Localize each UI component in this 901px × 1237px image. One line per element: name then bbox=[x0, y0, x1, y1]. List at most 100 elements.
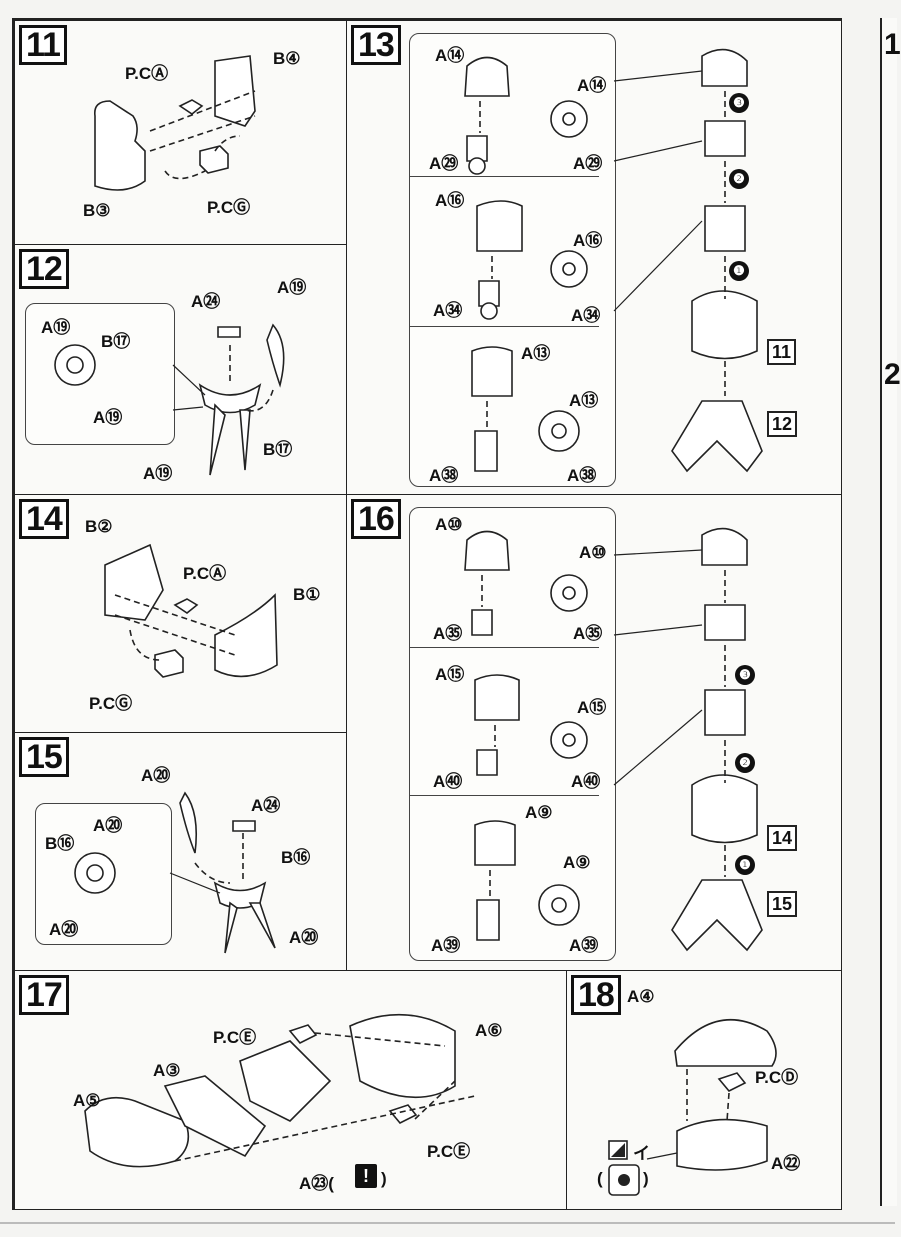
detail-inset bbox=[25, 303, 175, 445]
divider bbox=[409, 326, 599, 327]
step-11-panel: 11 P.CⒶ B④ P.CⒼ B③ bbox=[14, 20, 348, 246]
label: P.CⒶ bbox=[183, 564, 227, 583]
step-17-diagram bbox=[84, 1013, 476, 1168]
step-12-panel: 12 A⑲ A㉔ A⑲ B⑰ A⑲ B⑰ A⑲ bbox=[14, 244, 348, 496]
divider bbox=[409, 795, 599, 796]
step-number: 12 bbox=[19, 249, 69, 289]
step-11-diagram bbox=[93, 55, 256, 191]
label: A㊵ bbox=[571, 772, 601, 791]
label: A⑥ bbox=[475, 1021, 503, 1040]
order-marker: ❸ bbox=[735, 665, 755, 685]
step-12-diagram bbox=[54, 323, 285, 476]
step-number: 11 bbox=[19, 25, 67, 65]
label: A⑳ bbox=[289, 928, 319, 947]
step-15-panel: 15 A⑳ A㉔ B⑯ A⑳ B⑯ A⑳ A⑳ bbox=[14, 732, 348, 972]
label: B⑯ bbox=[45, 834, 75, 853]
label: A㊴ bbox=[431, 936, 461, 955]
label: A⑭ bbox=[435, 46, 465, 65]
label: A㉙ bbox=[429, 154, 459, 173]
label: P.CⒹ bbox=[755, 1068, 799, 1087]
step-number: 15 bbox=[19, 737, 69, 777]
mark-label: イ bbox=[633, 1144, 650, 1163]
label: A⑲ bbox=[143, 464, 173, 483]
label: A㉞ bbox=[571, 306, 601, 325]
label: A④ bbox=[627, 987, 655, 1006]
label: A⑩ bbox=[579, 543, 607, 562]
label: A⑮ bbox=[435, 665, 465, 684]
warning-icon: ! bbox=[355, 1164, 377, 1188]
label: ) bbox=[643, 1169, 649, 1188]
label: B⑯ bbox=[281, 848, 311, 867]
step-17-panel: 17 P.CⒺ A⑥ A③ A⑤ P.CⒺ A㉓( ! ) bbox=[14, 970, 568, 1210]
step-14-panel: 14 B② P.CⒶ B① P.CⒼ bbox=[14, 494, 348, 734]
step-number: 16 bbox=[351, 499, 401, 539]
page-frame: 11 P.CⒶ B④ P.CⒼ B③ 12 bbox=[12, 18, 842, 1210]
label: P.CⒼ bbox=[89, 694, 133, 713]
label: A⑳ bbox=[93, 816, 123, 835]
order-marker: ❶ bbox=[729, 261, 749, 281]
step-reference: 14 bbox=[767, 825, 798, 851]
step-13-panel: 13 bbox=[346, 20, 842, 496]
step-number: 1 bbox=[884, 28, 901, 61]
step-reference: 15 bbox=[767, 891, 798, 917]
label: A⑤ bbox=[73, 1091, 101, 1110]
order-marker: ❶ bbox=[735, 855, 755, 875]
step-number: 17 bbox=[19, 975, 69, 1015]
label: A⑲ bbox=[41, 318, 71, 337]
label: A㊳ bbox=[567, 466, 597, 485]
step-number: 14 bbox=[19, 499, 69, 539]
label: A⑬ bbox=[569, 391, 599, 410]
label: A⑲ bbox=[277, 278, 307, 297]
label: B⑰ bbox=[263, 440, 293, 459]
step-reference: 12 bbox=[767, 411, 798, 437]
step-number: 13 bbox=[351, 25, 401, 65]
label: A⑨ bbox=[525, 803, 553, 822]
label: P.CⒶ bbox=[125, 64, 169, 83]
label: A⑬ bbox=[521, 344, 551, 363]
label: A㊳ bbox=[429, 466, 459, 485]
label: A⑲ bbox=[93, 408, 123, 427]
page-edge-line bbox=[0, 1222, 895, 1224]
next-page-edge: 1 2 bbox=[880, 18, 901, 1206]
label: B① bbox=[293, 585, 321, 604]
label: P.CⒺ bbox=[427, 1142, 471, 1161]
label: A㊵ bbox=[433, 772, 463, 791]
label: B⑰ bbox=[101, 332, 131, 351]
label: A⑯ bbox=[573, 231, 603, 250]
divider bbox=[409, 176, 599, 177]
label: P.CⒺ bbox=[213, 1028, 257, 1047]
label: A⑮ bbox=[577, 698, 607, 717]
step-reference: 11 bbox=[767, 339, 797, 365]
label: A㉓( bbox=[299, 1174, 334, 1193]
label: A⑭ bbox=[577, 76, 607, 95]
label: ( bbox=[597, 1169, 603, 1188]
step-16-panel: 16 bbox=[346, 494, 842, 972]
label: B④ bbox=[273, 49, 301, 68]
label: ) bbox=[381, 1169, 387, 1188]
label: A⑳ bbox=[49, 920, 79, 939]
step-15-diagram bbox=[74, 791, 276, 954]
order-marker: ❸ bbox=[729, 93, 749, 113]
order-marker: ❷ bbox=[735, 753, 755, 773]
label: P.CⒼ bbox=[207, 198, 251, 217]
label: B③ bbox=[83, 201, 111, 220]
step-16-diagram bbox=[464, 527, 763, 952]
step-18-panel: 18 A④ P.CⒹ A㉒ イ ( ) bbox=[566, 970, 842, 1210]
step-18-diagram bbox=[608, 1018, 777, 1196]
divider bbox=[409, 647, 599, 648]
label: A⑳ bbox=[141, 766, 171, 785]
step-number: 2 bbox=[884, 358, 901, 391]
label: A㉟ bbox=[573, 624, 603, 643]
label: A㊴ bbox=[569, 936, 599, 955]
step-number: 18 bbox=[571, 975, 621, 1015]
step-14-diagram bbox=[104, 543, 278, 678]
label: A㉙ bbox=[573, 154, 603, 173]
label: A③ bbox=[153, 1061, 181, 1080]
label: A⑩ bbox=[435, 515, 463, 534]
label: A㉒ bbox=[771, 1154, 801, 1173]
label: A⑨ bbox=[563, 853, 591, 872]
step-13-diagram bbox=[464, 48, 763, 473]
label: A⑯ bbox=[435, 191, 465, 210]
label: B② bbox=[85, 517, 113, 536]
